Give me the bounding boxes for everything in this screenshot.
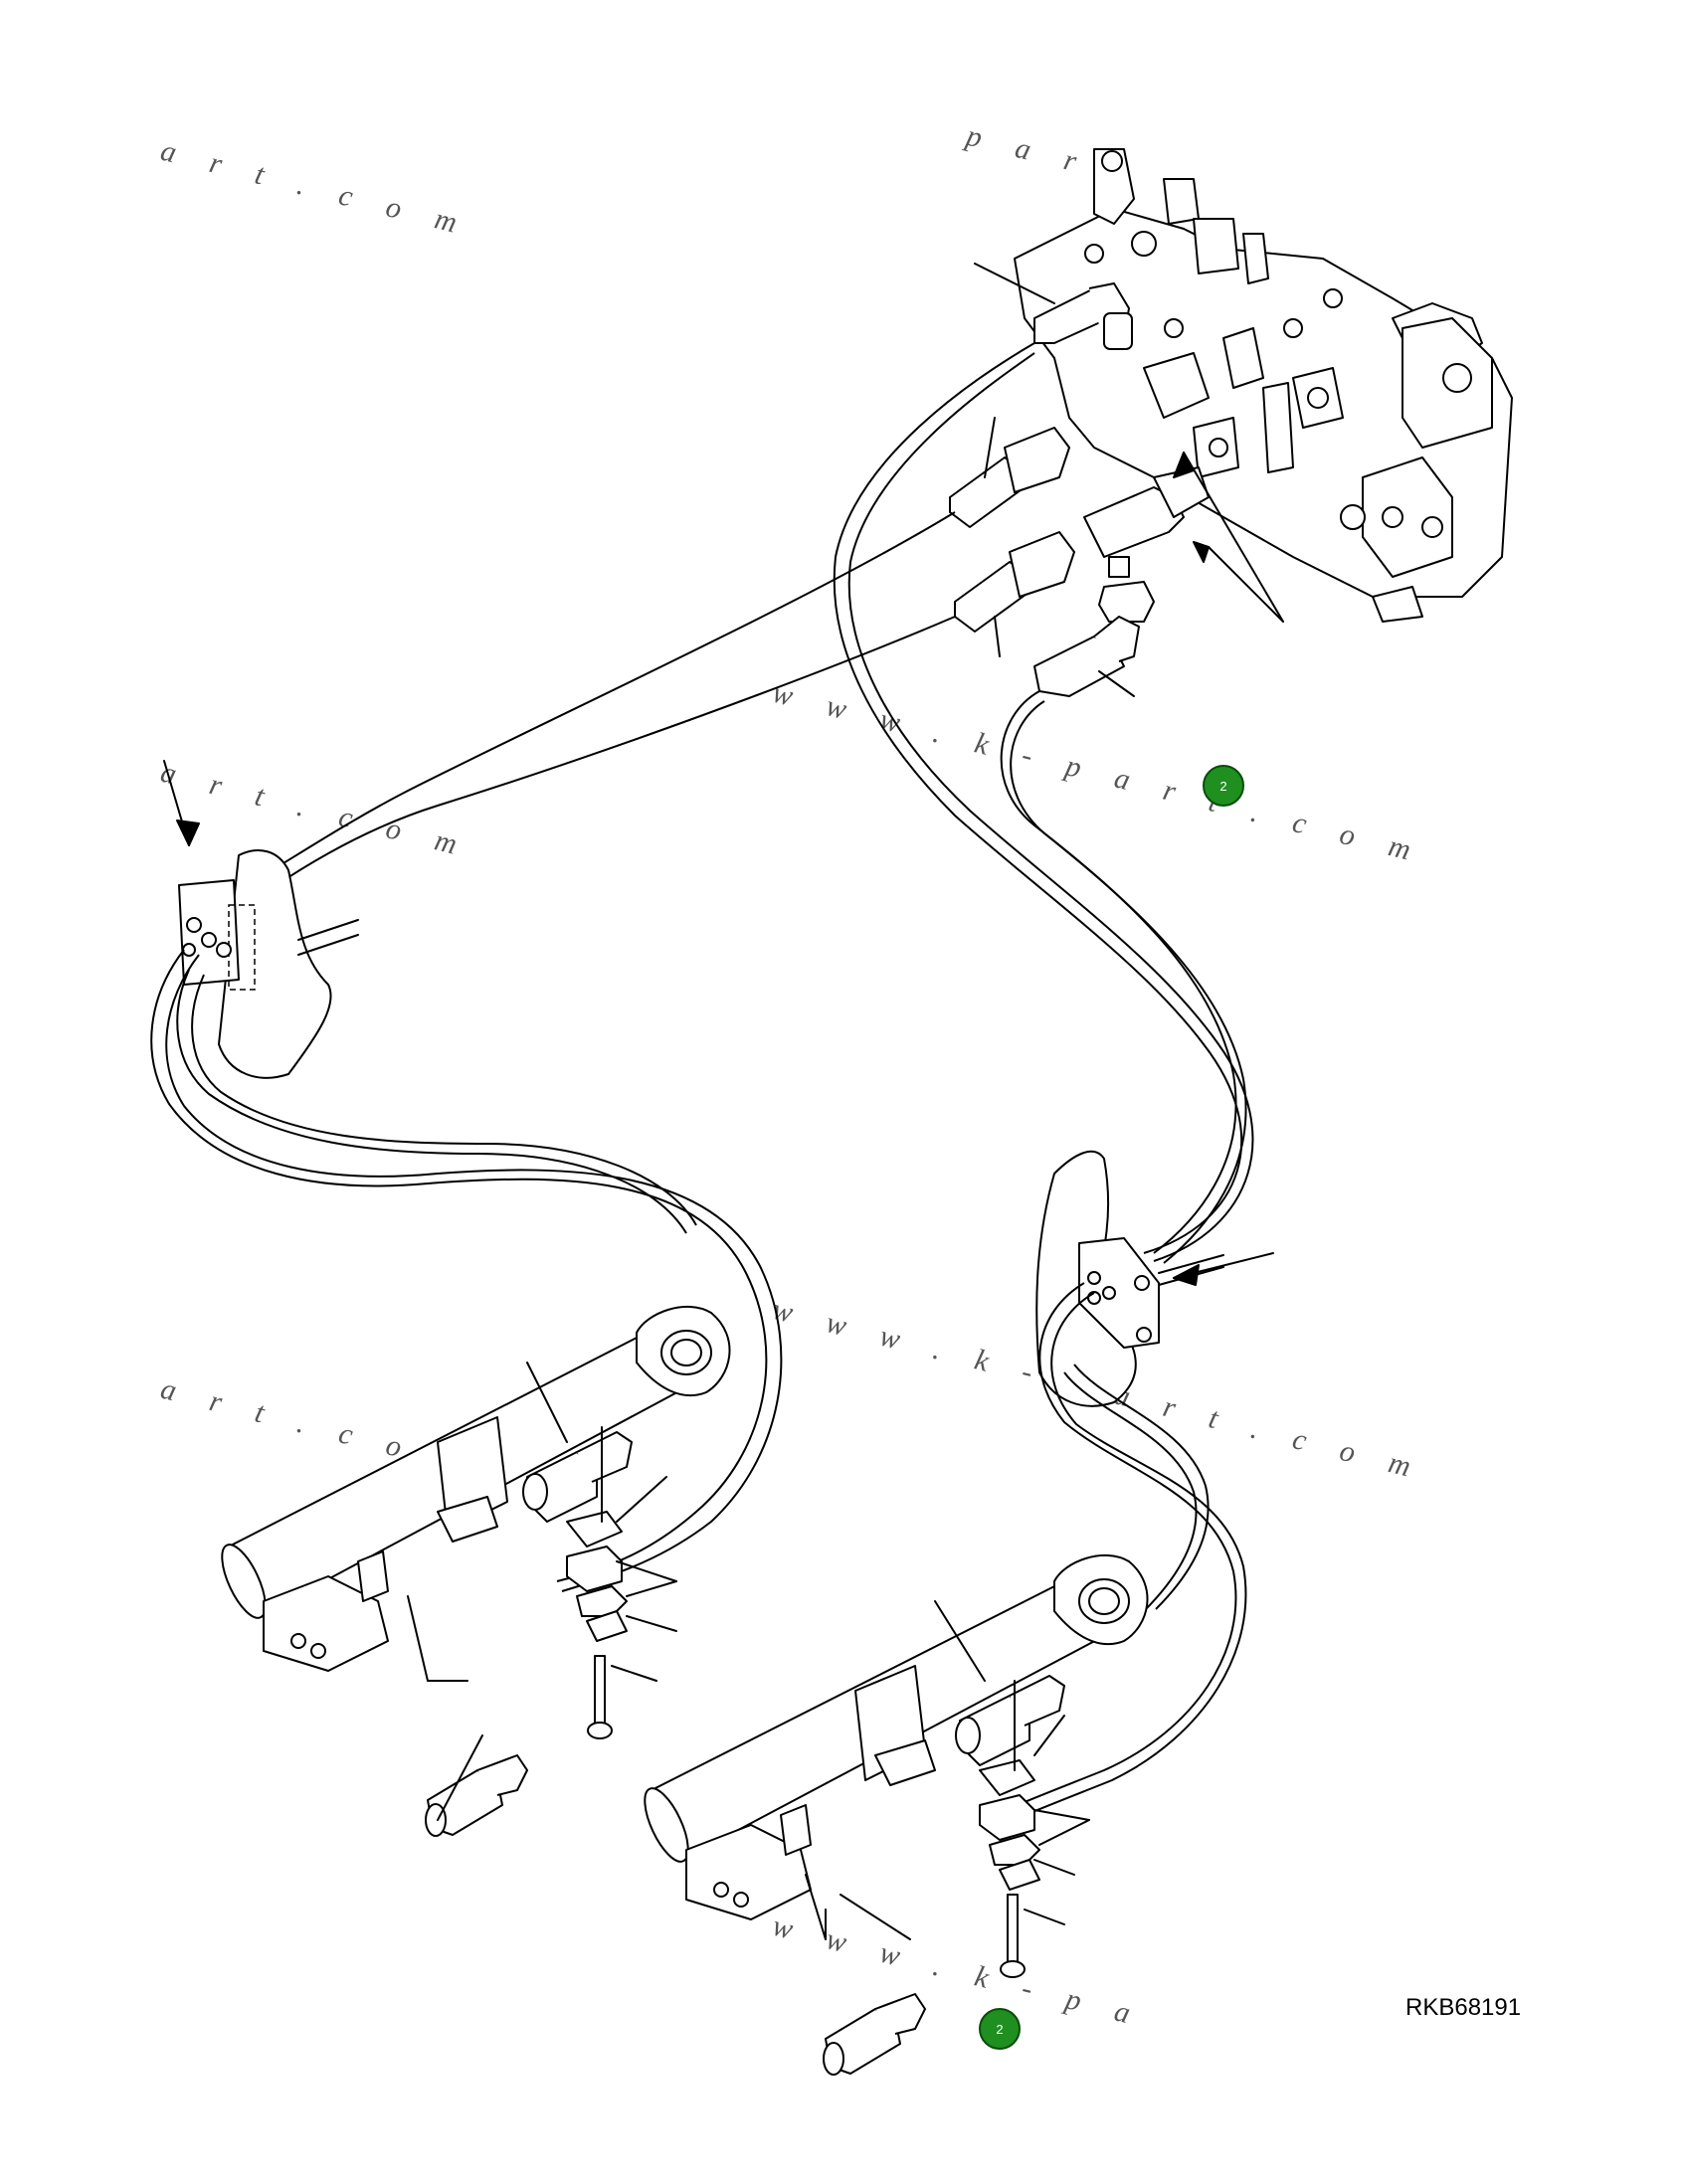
marker-2-label: 2	[996, 2022, 1003, 2037]
hydraulic-cylinder-1	[221, 1305, 731, 1837]
marker-1-label: 2	[1219, 779, 1226, 794]
watermark-4: w w w . k - p a r t . c o m	[769, 676, 1427, 870]
clamp-set-2	[979, 1680, 1040, 1978]
hose-lines	[228, 342, 1254, 1264]
control-valve-assembly	[1014, 148, 1513, 623]
left-hoses	[150, 949, 783, 1592]
right-hoses	[984, 1282, 1247, 1831]
clamp-set-1	[566, 1426, 628, 1739]
marker-1[interactable]: 2	[1203, 765, 1244, 807]
left-bracket	[178, 849, 359, 1079]
watermark-1: a r t . c o m	[157, 134, 473, 243]
drawing-reference-number: RKB68191	[1405, 1994, 1522, 2021]
hydraulic-cylinder-2	[644, 1553, 1149, 2076]
right-bracket	[1035, 1150, 1224, 1407]
leader-lines	[163, 263, 1284, 1940]
marker-2[interactable]: 2	[979, 2008, 1021, 2050]
